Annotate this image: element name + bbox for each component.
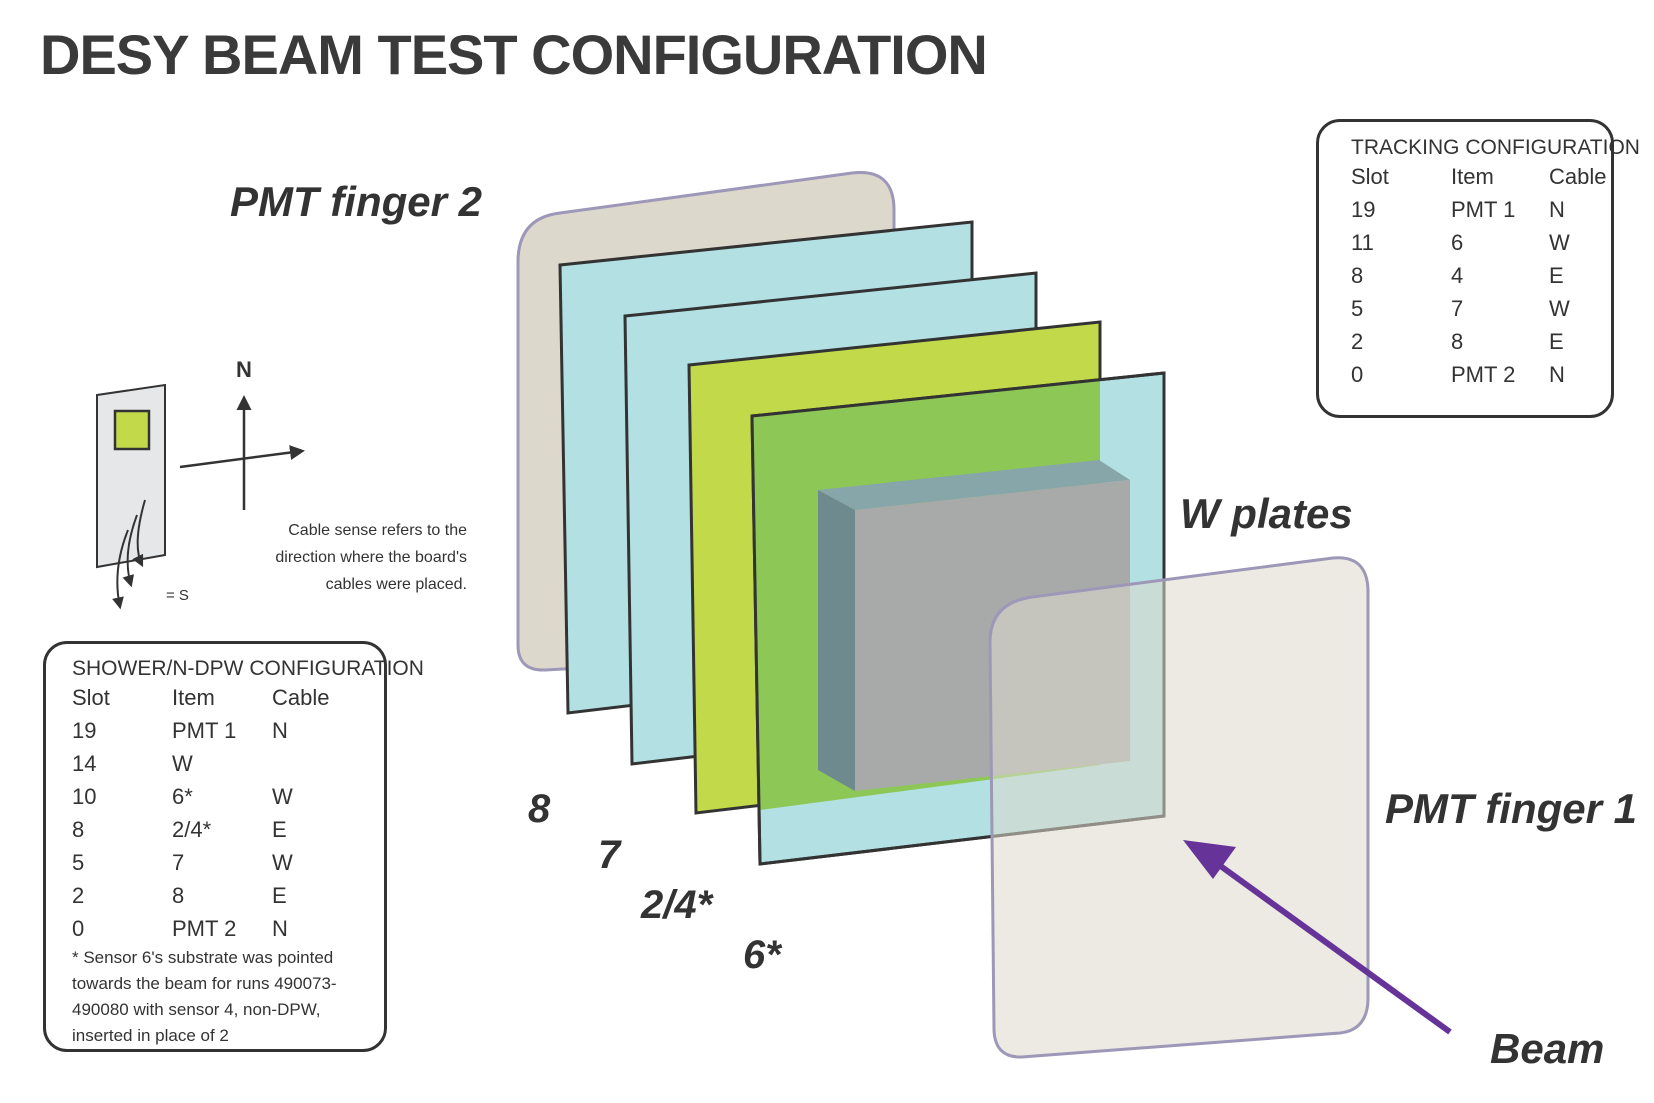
south-legend: = S <box>166 587 189 604</box>
item-cell: 2/4* <box>172 816 212 842</box>
table-row: 14 W <box>72 747 329 780</box>
column-header: Slot <box>1351 163 1389 189</box>
column-header: Cable <box>1549 163 1607 189</box>
column-header: Cable <box>272 684 330 710</box>
table-row: 11 6 W <box>1351 226 1606 259</box>
cable-cell <box>272 747 329 780</box>
legend-sensor-square <box>113 409 151 451</box>
column-header: Item <box>172 684 215 710</box>
east-arrow <box>179 445 305 469</box>
cable-cell: W <box>1549 229 1570 255</box>
beam-arrow-head <box>1183 840 1236 879</box>
cable-cell: W <box>272 849 293 875</box>
pmt-finger-2-label: PMT finger 2 <box>230 178 482 225</box>
pmt-finger-1-label: PMT finger 1 <box>1385 785 1637 832</box>
item-cell: 7 <box>172 849 185 875</box>
item-cell: 8 <box>1451 328 1464 354</box>
cable-icon <box>122 514 138 588</box>
item-cell: 7 <box>1451 295 1464 321</box>
slot-cell: 0 <box>72 915 85 941</box>
table-row: 19 PMT 1 N <box>72 714 329 747</box>
shower-config-title: SHOWER/N-DPW CONFIGURATION <box>72 657 424 680</box>
cable-cell: N <box>272 915 288 941</box>
layer-label-8: 8 <box>528 787 551 831</box>
column-header: Item <box>1451 163 1494 189</box>
cable-cell: E <box>272 882 287 908</box>
cable-note-line2: direction where the board's <box>275 549 467 566</box>
cable-cell: E <box>1549 328 1564 354</box>
cable-cell: W <box>272 783 293 809</box>
slot-cell: 5 <box>1351 295 1364 321</box>
item-cell: 6 <box>1451 229 1464 255</box>
item-cell: 4 <box>1451 262 1464 288</box>
table-header-row: Slot Item Cable <box>72 681 329 714</box>
item-cell: PMT 2 <box>172 915 237 941</box>
beam-label: Beam <box>1490 1025 1604 1072</box>
cable-cell: E <box>1549 262 1564 288</box>
north-label: N <box>236 357 252 382</box>
slot-cell: 5 <box>72 849 85 875</box>
table-row: 5 7 W <box>1351 292 1606 325</box>
table-row: 2 8 E <box>72 879 329 912</box>
beam-arrow-shaft <box>1213 859 1452 1035</box>
slot-cell: 2 <box>1351 328 1364 354</box>
table-header-row: Slot Item Cable <box>1351 160 1606 193</box>
item-cell: 6* <box>172 783 193 809</box>
shower-config-box: SHOWER/N-DPW CONFIGURATION Slot Item Cab… <box>43 641 424 1052</box>
page-title: DESY BEAM TEST CONFIGURATION <box>40 23 988 86</box>
slot-cell: 8 <box>72 816 85 842</box>
layer-label-6: 6* <box>743 933 783 977</box>
item-cell: PMT 1 <box>172 717 237 743</box>
item-cell: W <box>172 750 193 776</box>
layer-label-7: 7 <box>598 833 622 877</box>
w-plates-top <box>818 460 1130 510</box>
cable-icon <box>112 529 129 610</box>
shower-footnote: * Sensor 6's substrate was pointed towar… <box>72 948 337 1045</box>
slot-cell: 19 <box>72 717 97 743</box>
tracking-config-box: TRACKING CONFIGURATION Slot Item Cable 1… <box>1316 119 1640 418</box>
slot-cell: 8 <box>1351 262 1364 288</box>
table-row: 10 6* W <box>72 780 329 813</box>
slot-cell: 19 <box>1351 196 1376 222</box>
slot-cell: 2 <box>72 882 85 908</box>
cable-cell: W <box>1549 295 1570 321</box>
cable-cell: N <box>1549 196 1565 222</box>
table-row: 8 4 E <box>1351 259 1606 292</box>
cable-icon <box>132 499 146 568</box>
cable-note-line3: cables were placed. <box>326 576 467 593</box>
slot-cell: 10 <box>72 783 97 809</box>
pmt-finger-1-plate <box>988 556 1370 1059</box>
column-header: Slot <box>72 684 110 710</box>
table-row: 8 2/4* E <box>72 813 329 846</box>
table-row: 2 8 E <box>1351 325 1606 358</box>
cable-cell: N <box>1549 361 1565 387</box>
tracking-config-title: TRACKING CONFIGURATION <box>1351 136 1640 159</box>
cable-cell: E <box>272 816 287 842</box>
slot-cell: 0 <box>1351 361 1364 387</box>
table-row: 5 7 W <box>72 846 329 879</box>
item-cell: PMT 2 <box>1451 361 1516 387</box>
table-row: 0 PMT 2 N <box>1351 358 1606 391</box>
item-cell: 8 <box>172 882 185 908</box>
table-row: 0 PMT 2 N <box>72 912 329 945</box>
slot-cell: 14 <box>72 750 97 776</box>
w-plates-side <box>818 490 855 791</box>
layer-label-2-4: 2/4* <box>640 883 715 927</box>
slot-cell: 11 <box>1351 229 1374 255</box>
cable-note-line1: Cable sense refers to the <box>288 522 467 539</box>
item-cell: PMT 1 <box>1451 196 1516 222</box>
cable-cell: N <box>272 717 288 743</box>
table-row: 19 PMT 1 N <box>1351 193 1606 226</box>
w-plates-label: W plates <box>1180 490 1353 537</box>
